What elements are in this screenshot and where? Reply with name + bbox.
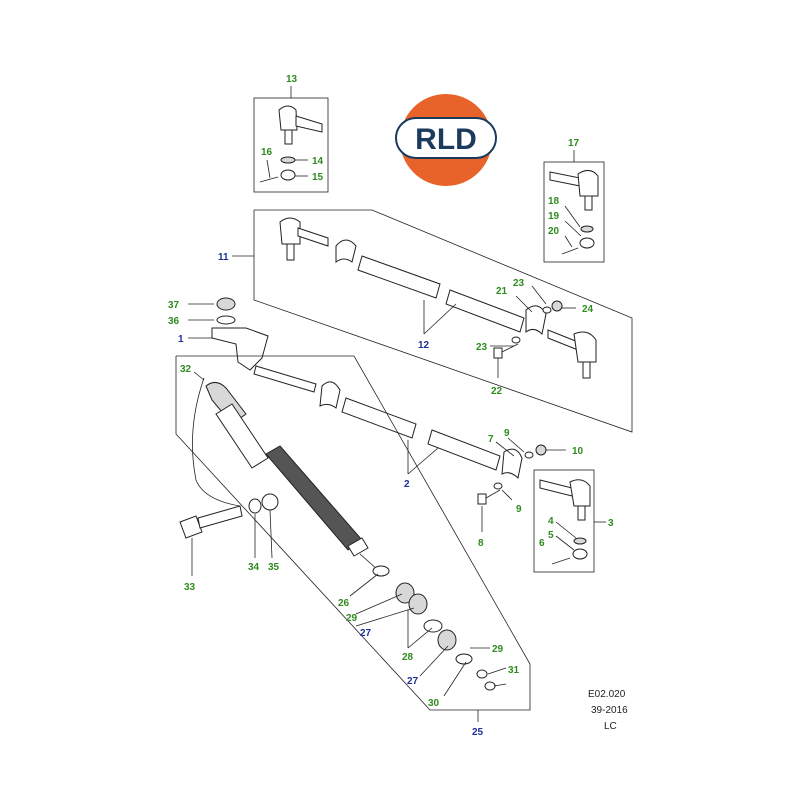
- drag-link-assembly: [253, 365, 566, 532]
- callout-26: 26: [338, 598, 350, 609]
- callout-35: 35: [268, 562, 280, 573]
- callout-9b: 9: [516, 504, 522, 515]
- callout-31: 31: [508, 665, 520, 676]
- reference-block: E02.020 39-2016 LC: [588, 689, 628, 732]
- box-tie-rod-end-13: [253, 86, 329, 193]
- callout-24: 24: [582, 304, 594, 315]
- callout-23a: 23: [513, 278, 525, 289]
- callout-13: 13: [286, 74, 298, 85]
- callout-21: 21: [496, 286, 508, 297]
- callout-28: 28: [402, 652, 414, 663]
- callout-29b: 29: [492, 644, 504, 655]
- logo-text: RLD: [415, 123, 477, 156]
- steering-damper-assembly: [175, 355, 531, 722]
- callout-20: 20: [548, 226, 560, 237]
- callout-33: 33: [184, 582, 196, 593]
- callout-3: 3: [608, 518, 614, 529]
- reference-date: 39-2016: [591, 705, 628, 716]
- callout-9a: 9: [504, 428, 510, 439]
- callout-5: 5: [548, 530, 554, 541]
- callout-32: 32: [180, 364, 192, 375]
- callout-2: 2: [404, 479, 410, 490]
- callout-18: 18: [548, 196, 560, 207]
- callout-14: 14: [312, 156, 324, 167]
- callout-6: 6: [539, 538, 545, 549]
- callout-11: 11: [218, 252, 229, 263]
- callout-29a: 29: [346, 613, 358, 624]
- rld-logo: RLD: [395, 94, 497, 186]
- callout-15: 15: [312, 172, 324, 183]
- callout-8: 8: [478, 538, 484, 549]
- callout-12: 12: [418, 340, 430, 351]
- callout-4: 4: [548, 516, 554, 527]
- callout-23b: 23: [476, 342, 488, 353]
- callout-19: 19: [548, 211, 560, 222]
- callout-37: 37: [168, 300, 180, 311]
- callout-27b: 27: [407, 676, 419, 687]
- callout-27a: 27: [360, 628, 372, 639]
- callout-labels: 1 2 3 4 5 6 7 8 9 9 10 11 12 13 14 15 16…: [168, 74, 614, 738]
- callout-7: 7: [488, 434, 494, 445]
- group-outline-11: [232, 209, 633, 433]
- reference-code: E02.020: [588, 689, 626, 700]
- box-tie-rod-end-3: [533, 469, 606, 573]
- callout-10: 10: [572, 446, 584, 457]
- reference-initials: LC: [604, 721, 617, 732]
- callout-30: 30: [428, 698, 440, 709]
- callout-17: 17: [568, 138, 580, 149]
- drop-arm-assembly: [188, 297, 269, 371]
- box-tie-rod-end-17: [543, 150, 605, 263]
- callout-34: 34: [248, 562, 260, 573]
- callout-36: 36: [168, 316, 180, 327]
- callout-1: 1: [178, 334, 184, 345]
- callout-16: 16: [261, 147, 273, 158]
- callout-22: 22: [491, 386, 503, 397]
- callout-25: 25: [472, 727, 484, 738]
